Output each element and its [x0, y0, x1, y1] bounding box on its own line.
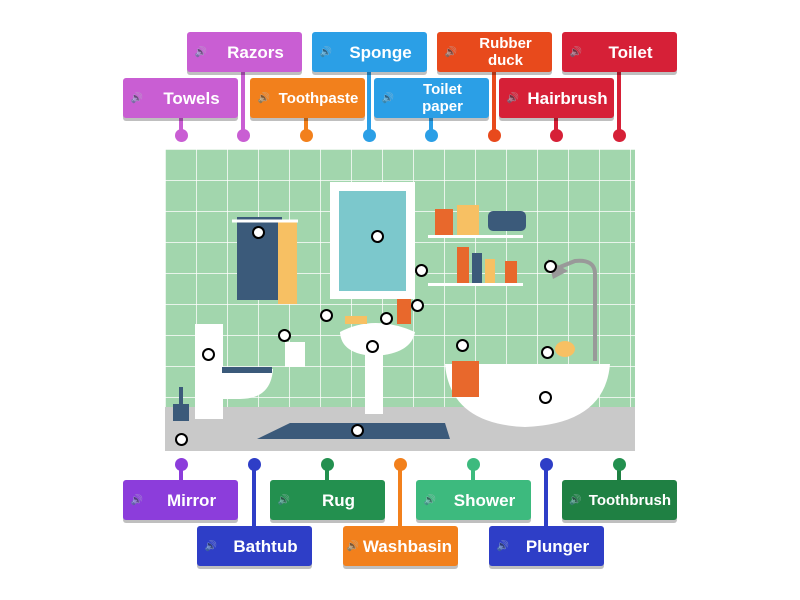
drop-pin[interactable] [248, 458, 261, 471]
hotspot-target[interactable] [202, 348, 215, 361]
hotspot-target[interactable] [415, 264, 428, 277]
label-text: Toilet paper [422, 81, 463, 115]
speaker-icon[interactable]: 🔊 [319, 46, 333, 58]
drop-pin[interactable] [175, 458, 188, 471]
speaker-icon[interactable]: 🔊 [204, 540, 218, 552]
hotspot-target[interactable] [252, 226, 265, 239]
speaker-icon[interactable]: 🔊 [130, 494, 144, 506]
label-text: Washbasin [362, 536, 452, 556]
drop-pin[interactable] [321, 458, 334, 471]
hotspot-target[interactable] [371, 230, 384, 243]
hotspot-target[interactable] [278, 329, 291, 342]
drop-pin[interactable] [394, 458, 407, 471]
drop-pin[interactable] [550, 129, 563, 142]
label-connector [252, 464, 256, 526]
label-text: Bathtub [233, 536, 298, 556]
label-text: Sponge [349, 42, 412, 62]
drop-pin[interactable] [300, 129, 313, 142]
label-bathtub[interactable]: 🔊 Bathtub [197, 526, 312, 566]
label-toilet[interactable]: 🔊 Toilet [562, 32, 677, 72]
bathroom-image [165, 149, 635, 451]
speaker-icon[interactable]: 🔊 [257, 92, 271, 104]
label-text: Plunger [525, 536, 590, 556]
speaker-icon[interactable]: 🔊 [423, 494, 437, 506]
label-connector [241, 72, 245, 135]
label-hairbrush[interactable]: 🔊 Hairbrush [499, 78, 614, 118]
label-rubber-duck[interactable]: 🔊 Rubber duck [437, 32, 552, 72]
label-text: Razors [227, 42, 284, 62]
speaker-icon[interactable]: 🔊 [277, 494, 291, 506]
speaker-icon[interactable]: 🔊 [194, 46, 208, 58]
label-text: Hairbrush [527, 88, 608, 108]
label-rug[interactable]: 🔊 Rug [270, 480, 385, 520]
label-connector [492, 72, 496, 135]
drop-pin[interactable] [363, 129, 376, 142]
label-plunger[interactable]: 🔊 Plunger [489, 526, 604, 566]
label-connector [367, 72, 371, 135]
label-connector [554, 118, 558, 135]
hotspot-target[interactable] [351, 424, 364, 437]
label-washbasin[interactable]: 🔊Washbasin [343, 526, 458, 566]
speaker-icon[interactable]: 🔊 [569, 46, 583, 58]
hotspot-target[interactable] [411, 299, 424, 312]
label-connector [617, 464, 621, 480]
speaker-icon[interactable]: 🔊 [506, 92, 520, 104]
label-toothbrush[interactable]: 🔊 Toothbrush [562, 480, 677, 520]
hotspot-target[interactable] [541, 346, 554, 359]
label-connector [617, 72, 621, 135]
speaker-icon[interactable]: 🔊 [444, 46, 458, 58]
label-connector [398, 464, 402, 526]
label-connector [544, 464, 548, 526]
label-text: Toilet [608, 42, 653, 62]
drop-pin[interactable] [540, 458, 553, 471]
hotspot-target[interactable] [456, 339, 469, 352]
bathroom-illustration [165, 149, 635, 451]
speaker-icon[interactable]: 🔊 [346, 540, 360, 552]
label-toothpaste[interactable]: 🔊 Toothpaste [250, 78, 365, 118]
label-connector [179, 118, 183, 135]
label-text: Towels [163, 88, 220, 108]
hotspot-target[interactable] [175, 433, 188, 446]
label-sponge[interactable]: 🔊 Sponge [312, 32, 427, 72]
label-mirror[interactable]: 🔊 Mirror [123, 480, 238, 520]
label-towels[interactable]: 🔊 Towels [123, 78, 238, 118]
label-text: Mirror [166, 490, 217, 510]
label-text: Toothpaste [278, 89, 359, 107]
label-shower[interactable]: 🔊 Shower [416, 480, 531, 520]
drop-pin[interactable] [175, 129, 188, 142]
label-connector [471, 464, 475, 480]
hotspot-target[interactable] [539, 391, 552, 404]
drop-pin[interactable] [237, 129, 250, 142]
drop-pin[interactable] [613, 458, 626, 471]
label-text: Shower [453, 490, 516, 510]
hotspot-target[interactable] [380, 312, 393, 325]
label-toilet-paper[interactable]: 🔊 Toilet paper [374, 78, 489, 118]
speaker-icon[interactable]: 🔊 [130, 92, 144, 104]
speaker-icon[interactable]: 🔊 [569, 494, 582, 506]
hotspot-target[interactable] [366, 340, 379, 353]
drop-pin[interactable] [488, 129, 501, 142]
hotspot-target[interactable] [320, 309, 333, 322]
label-razors[interactable]: 🔊 Razors [187, 32, 302, 72]
label-connector [325, 464, 329, 480]
drop-pin[interactable] [467, 458, 480, 471]
label-text: Rug [321, 490, 356, 510]
drop-pin[interactable] [613, 129, 626, 142]
label-text: Rubber duck [479, 35, 532, 69]
hotspot-target[interactable] [544, 260, 557, 273]
label-connector [304, 118, 308, 135]
speaker-icon[interactable]: 🔊 [381, 92, 395, 104]
label-text: Toothbrush [588, 491, 671, 509]
speaker-icon[interactable]: 🔊 [496, 540, 510, 552]
label-connector [179, 464, 183, 480]
label-connector [429, 118, 433, 135]
drop-pin[interactable] [425, 129, 438, 142]
